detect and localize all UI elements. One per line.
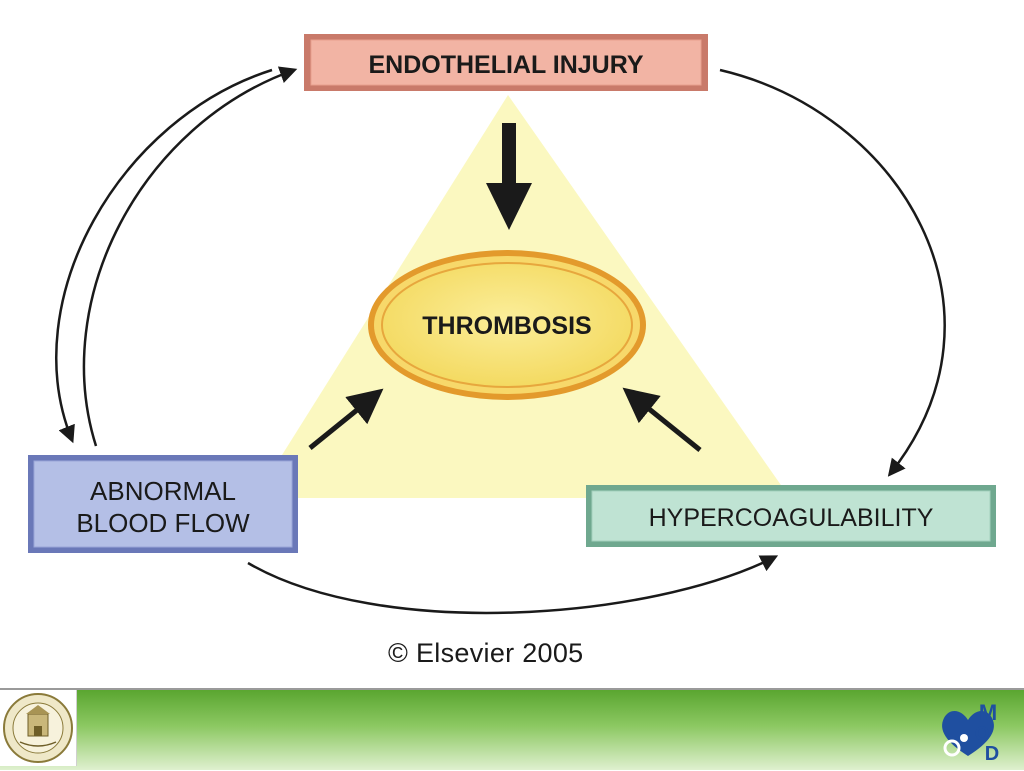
hypercoagulability-label: HYPERCOAGULABILITY [649,504,934,532]
university-seal-frame [0,690,77,766]
logo-letter-d: D [985,743,999,764]
arrow-abnormal-to-thrombosis [308,388,384,450]
abnormal-blood-flow-box: ABNORMAL BLOOD FLOW [28,455,298,553]
footer-bar [0,688,1024,770]
arrow-endothelial-to-hypercoag [719,68,946,477]
heart-icon [942,711,994,756]
abnormal-label-line1: ABNORMAL [90,476,236,506]
arrow-down-to-thrombosis [486,123,532,230]
thrombosis-label: THROMBOSIS [422,312,591,340]
logo-letter-o: O [975,724,990,745]
thrombosis-node: THROMBOSIS [368,250,646,400]
university-seal-icon [3,693,73,763]
copyright-notice: © Elsevier 2005 [388,638,584,668]
arrow-abnormal-flow-to-hypercoag [247,555,779,615]
thrombosis-diagram: ENDOTHELIAL INJURY THROMBOSIS ABNORMAL B… [28,34,996,615]
arrow-hypercoag-to-thrombosis [622,387,702,452]
endothelial-injury-label: ENDOTHELIAL INJURY [368,51,643,79]
endothelial-injury-box: ENDOTHELIAL INJURY [304,34,708,91]
hypercoagulability-box: HYPERCOAGULABILITY [586,485,996,547]
gear-icon [943,739,961,757]
arrow-endothelial-to-abnormal-flow [55,68,273,444]
abnormal-label-line2: BLOOD FLOW [76,508,250,538]
logo-letter-m: M [979,700,997,725]
mod-logo: M O D [936,698,1008,765]
arrow-abnormal-flow-to-endothelial [82,66,298,447]
